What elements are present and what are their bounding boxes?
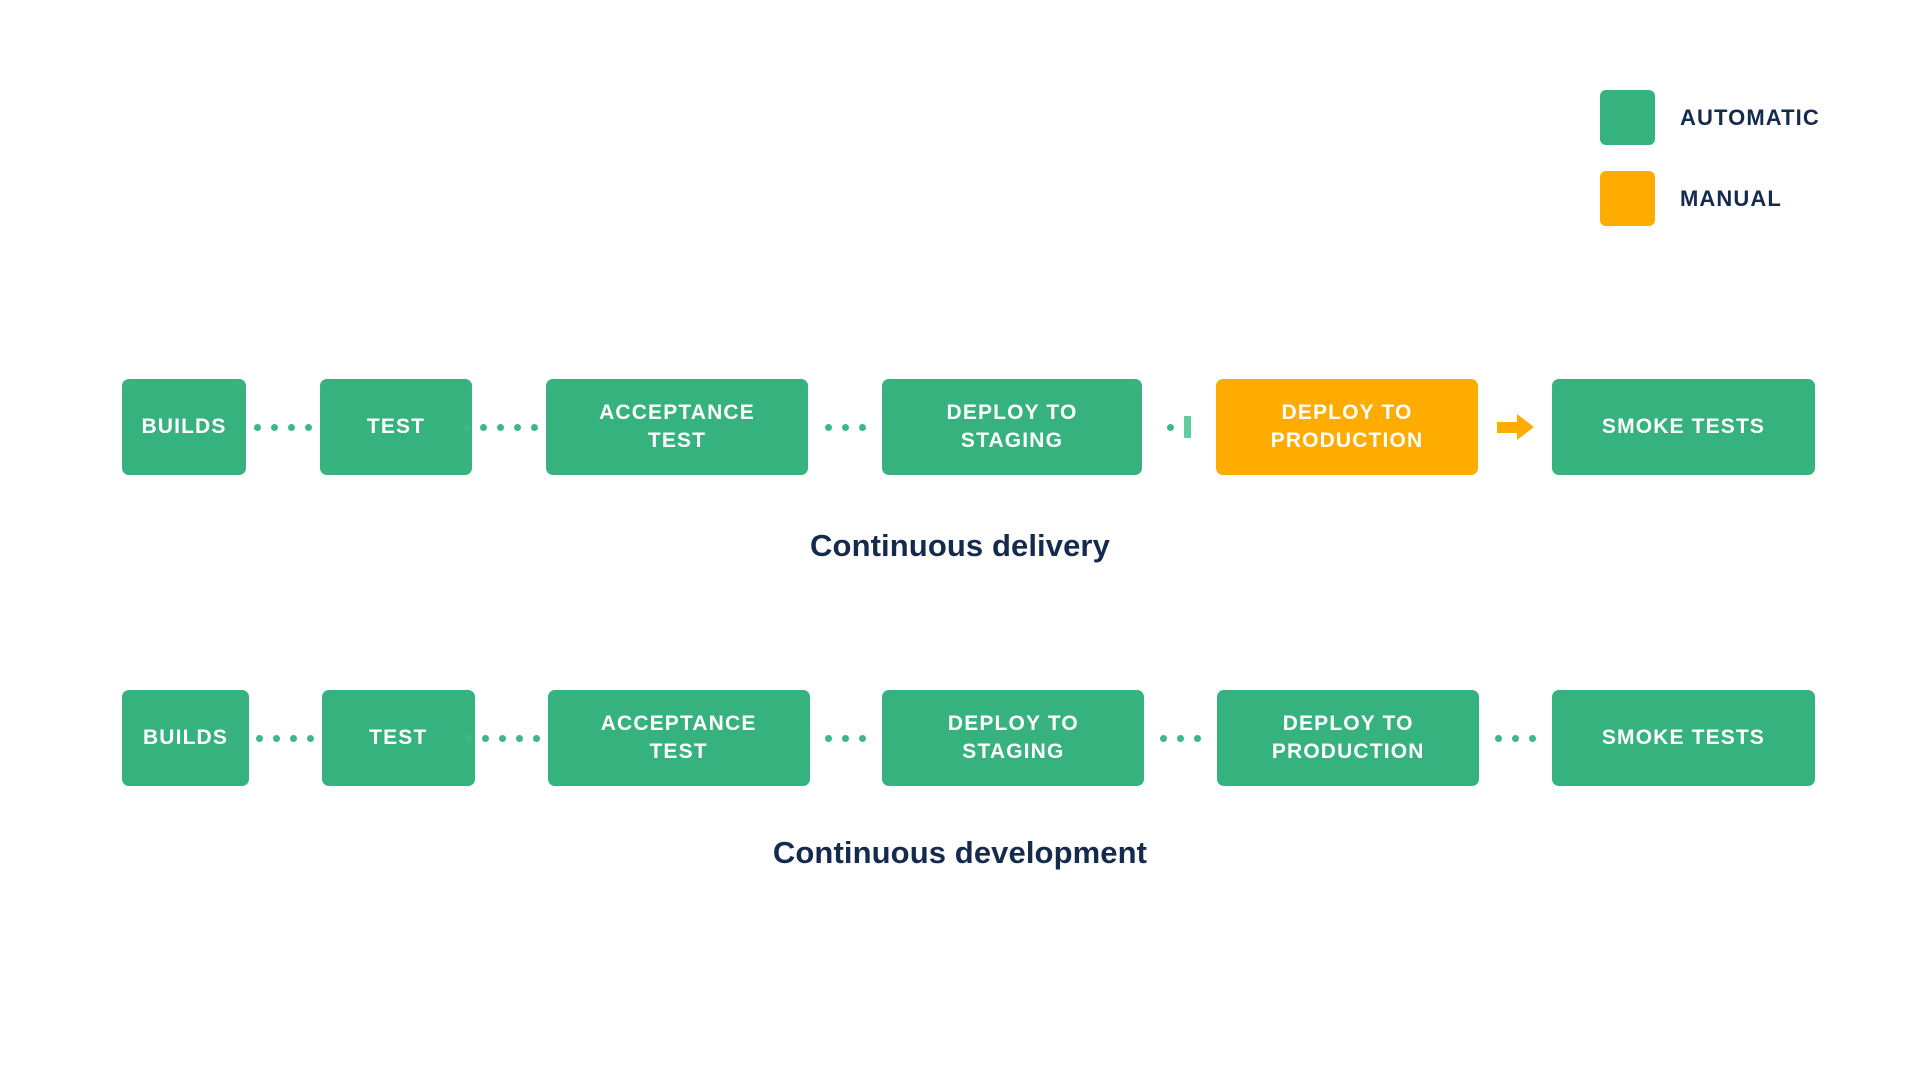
connector-dot	[1167, 423, 1174, 431]
connector-dot	[482, 734, 490, 742]
connector-dotted-line	[246, 379, 320, 475]
orange-square-swatch	[1600, 171, 1655, 226]
connector-dotted-line	[808, 379, 882, 475]
caption-continuous-development: Continuous development	[772, 835, 1148, 870]
legend-label-manual: MANUAL	[1680, 185, 1782, 211]
stage-box-builds[interactable]: BUILDS	[122, 690, 249, 786]
connector-dot	[1160, 734, 1168, 742]
connector-dot	[533, 734, 541, 742]
stage-label: TEST	[366, 415, 426, 439]
connector-arrow-icon	[1478, 379, 1552, 475]
connector-dot	[271, 423, 278, 431]
arrow-right-icon	[1496, 414, 1534, 440]
connector-dot	[859, 734, 867, 742]
stage-box-builds[interactable]: BUILDS	[122, 379, 246, 475]
stage-label: SMOKE TESTS	[1601, 415, 1766, 439]
stage-box-deploy-to-production[interactable]: DEPLOY TO PRODUCTION	[1216, 379, 1478, 475]
connector-dot	[305, 423, 312, 431]
connector-dotted-line	[465, 690, 558, 786]
connector-dot-bar	[1142, 379, 1216, 475]
stage-label: TEST	[369, 726, 428, 750]
connector-dotted-line	[1144, 690, 1217, 786]
stage-label: SMOKE TESTS	[1601, 726, 1766, 750]
stage-label: DEPLOY TO PRODUCTION	[1270, 401, 1424, 452]
connector-dot	[531, 423, 538, 431]
stage-label: DEPLOY TO STAGING	[947, 712, 1079, 763]
stage-box-deploy-to-staging[interactable]: DEPLOY TO STAGING	[882, 379, 1142, 475]
connector-dot	[256, 734, 264, 742]
legend-item-automatic: AUTOMATIC	[1600, 90, 1820, 145]
connector-dotted-line	[463, 379, 555, 475]
connector-dot	[497, 423, 504, 431]
stage-box-acceptance-test[interactable]: ACCEPTANCE TEST	[547, 690, 810, 786]
connector-dot	[465, 734, 473, 742]
stage-box-deploy-to-production[interactable]: DEPLOY TO PRODUCTION	[1217, 690, 1480, 786]
connector-dot	[307, 734, 315, 742]
stage-label: DEPLOY TO PRODUCTION	[1271, 712, 1425, 763]
connector-dot	[254, 423, 261, 431]
connector-dot	[1529, 734, 1537, 742]
connector-dot	[514, 423, 521, 431]
connector-dotted-line	[1479, 690, 1552, 786]
connector-dot	[516, 734, 524, 742]
stage-label: DEPLOY TO STAGING	[946, 401, 1078, 452]
connector-dot	[824, 423, 832, 431]
connector-dot	[480, 423, 487, 431]
connector-dotted-line	[249, 690, 322, 786]
stage-label: BUILDS	[142, 726, 229, 750]
stage-box-test[interactable]: TEST	[320, 379, 472, 475]
connector-bar	[1184, 416, 1191, 438]
stage-box-acceptance-test[interactable]: ACCEPTANCE TEST	[546, 379, 808, 475]
stage-label: ACCEPTANCE TEST	[600, 712, 757, 763]
connector-dot	[273, 734, 281, 742]
connector-dot	[463, 423, 470, 431]
caption-continuous-delivery: Continuous delivery	[810, 528, 1110, 563]
legend-label-automatic: AUTOMATIC	[1680, 104, 1820, 130]
connector-dot	[288, 423, 295, 431]
pipeline-continuous-delivery: BUILDS TEST ACCEPTANCE TEST DEPLOY TO STAGI…	[0, 379, 1920, 475]
legend-item-manual: MANUAL	[1600, 171, 1820, 226]
connector-dot	[841, 423, 849, 431]
stage-box-test[interactable]: TEST	[321, 690, 475, 786]
connector-dot	[1495, 734, 1503, 742]
connector-dot	[290, 734, 298, 742]
connector-dot	[858, 423, 866, 431]
stage-label: BUILDS	[141, 415, 227, 439]
connector-dot	[1194, 734, 1202, 742]
stage-box-smoke-tests[interactable]: SMOKE TESTS	[1552, 379, 1815, 475]
connector-dot	[499, 734, 507, 742]
stage-box-deploy-to-staging[interactable]: DEPLOY TO STAGING	[882, 690, 1145, 786]
connector-dot	[825, 734, 833, 742]
connector-dot	[1177, 734, 1185, 742]
connector-dot	[842, 734, 850, 742]
stage-label: ACCEPTANCE TEST	[599, 401, 755, 452]
pipeline-continuous-development: BUILDS TEST ACCEPTANCE TEST DEPLOY TO STAGI…	[0, 690, 1920, 786]
stage-box-smoke-tests[interactable]: SMOKE TESTS	[1551, 690, 1815, 786]
green-square-swatch	[1600, 90, 1655, 145]
connector-dotted-line	[810, 690, 883, 786]
connector-dot	[1512, 734, 1520, 742]
legend: AUTOMATIC MANUAL	[1600, 90, 1820, 226]
